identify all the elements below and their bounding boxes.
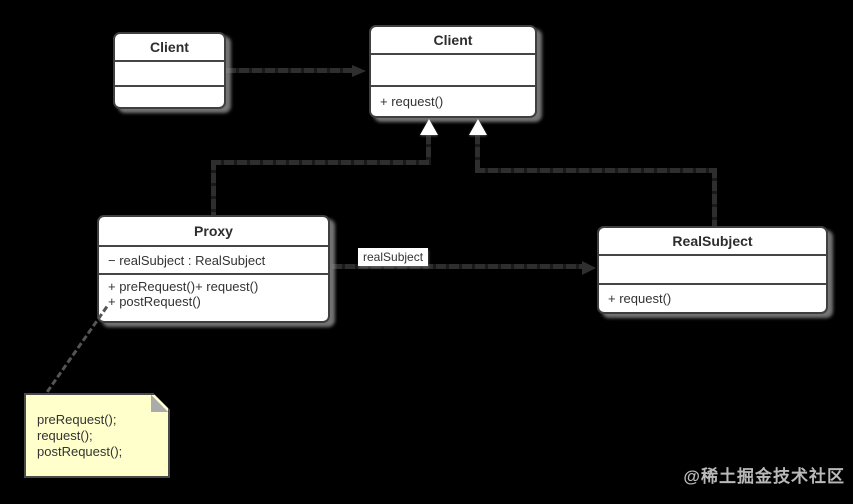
method-postrequest: + postRequest() (108, 294, 201, 309)
note-anchor-dashed-line (46, 305, 109, 393)
association-line-proxy-to-realsubject (332, 264, 584, 269)
class-attributes-empty (371, 55, 535, 87)
generalization-line-realsubject-v2 (712, 168, 717, 226)
method-prerequest-request: + preRequest()+ request() (108, 279, 259, 294)
association-line-client-to-subject (226, 68, 354, 73)
generalization-line-realsubject-v1 (475, 134, 480, 172)
class-box-client: Client (113, 32, 226, 109)
generalization-line-proxy-h (211, 160, 431, 165)
generalization-line-proxy-v2 (211, 160, 216, 215)
association-arrowhead-icon-realsubject (582, 261, 596, 275)
class-attributes-empty (115, 62, 224, 87)
class-box-proxy: Proxy − realSubject : RealSubject + preR… (97, 215, 330, 323)
generalization-triangle-icon-right (469, 119, 487, 135)
class-methods: + request() (371, 87, 535, 116)
watermark-text: @稀土掘金技术社区 (683, 467, 845, 486)
class-box-subject: Client + request() (369, 25, 537, 118)
method-request: + request() (608, 291, 672, 306)
class-box-realsubject: RealSubject + request() (597, 226, 828, 314)
class-attributes: − realSubject : RealSubject (99, 247, 328, 275)
generalization-triangle-icon-left (420, 119, 438, 135)
class-attributes-empty (599, 256, 826, 285)
note-fold-corner-icon (151, 395, 168, 412)
class-methods: + request() (599, 285, 826, 312)
generalization-line-realsubject-h (475, 168, 717, 173)
edge-label-realsubject: realSubject (358, 248, 429, 266)
class-title: Client (371, 27, 535, 55)
method-request: + request() (380, 94, 444, 109)
class-methods: + preRequest()+ request() + postRequest(… (99, 275, 328, 309)
association-arrowhead-icon (352, 65, 366, 77)
uml-note: preRequest(); request(); postRequest(); (24, 393, 170, 478)
class-title: Client (115, 34, 224, 62)
attribute-realsubject: − realSubject : RealSubject (108, 252, 266, 268)
class-title: Proxy (99, 217, 328, 247)
generalization-line-proxy-v1 (426, 134, 431, 164)
note-line: preRequest(); (37, 412, 117, 427)
note-line: postRequest(); (37, 444, 123, 459)
class-title: RealSubject (599, 228, 826, 256)
note-line: request(); (37, 428, 93, 443)
